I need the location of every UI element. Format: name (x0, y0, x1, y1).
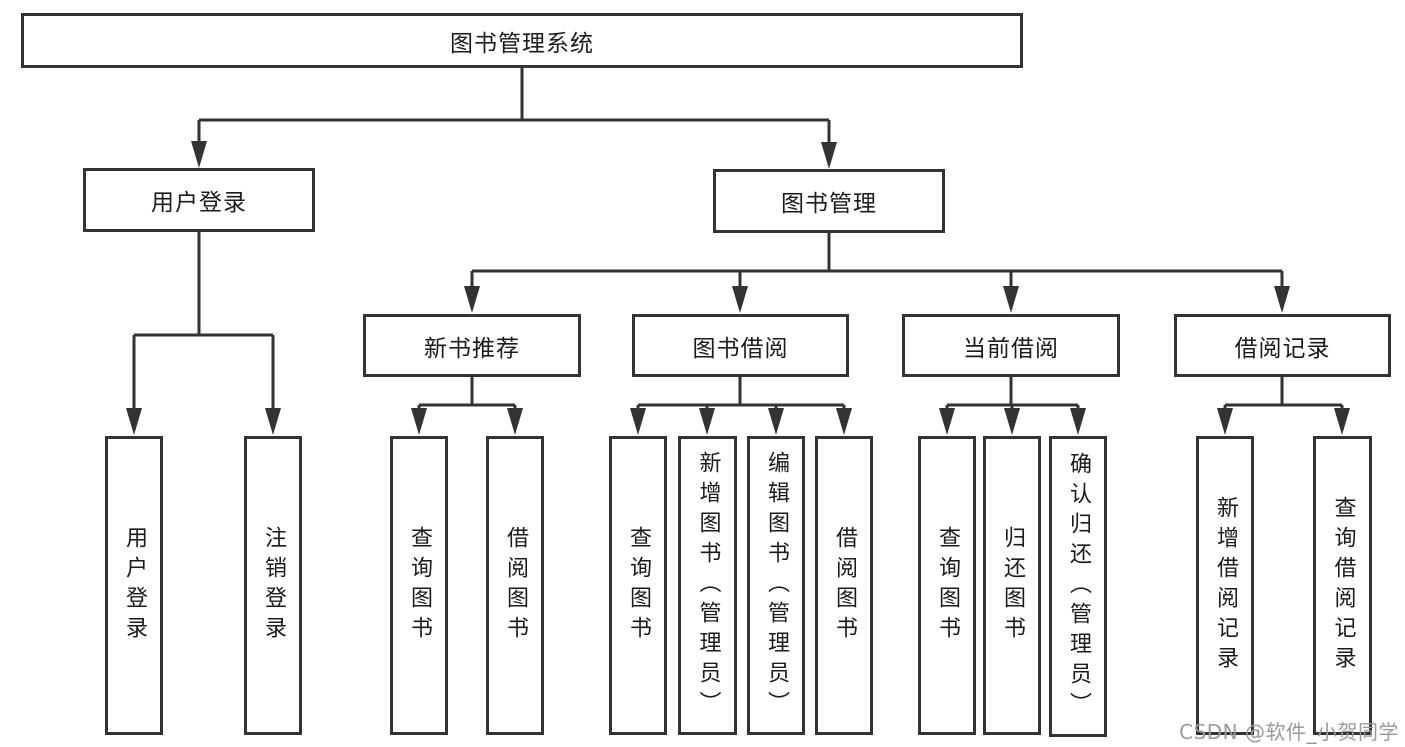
node-user-login: 用户登录 (83, 168, 315, 232)
node-book-borrowing: 图书借阅 (632, 314, 849, 377)
node-label: 图书管理系统 (450, 30, 594, 57)
leaf-query-books-recommend: 查询图书 (390, 436, 448, 735)
node-label: 查询图书 (935, 525, 960, 646)
node-label: 借阅图书 (503, 525, 528, 646)
node-book-management: 图书管理 (713, 169, 945, 233)
leaf-return-books: 归还图书 (983, 436, 1041, 735)
node-label: 归还图书 (1000, 525, 1025, 646)
node-label: 新增借阅记录 (1213, 495, 1238, 676)
leaf-user-login: 用户登录 (105, 436, 163, 735)
node-label: 用户登录 (151, 190, 247, 216)
arrowheads (126, 141, 1350, 435)
node-label: 查询图书 (626, 525, 651, 646)
node-label: 图书管理 (781, 191, 877, 217)
leaf-borrow-books-recommend: 借阅图书 (486, 436, 544, 735)
leaf-borrow-books: 借阅图书 (815, 436, 873, 735)
node-label: 借阅记录 (1234, 335, 1331, 362)
leaf-edit-book-admin: 编辑图书（管理员） (747, 436, 805, 735)
node-label: 当前借阅 (963, 335, 1059, 362)
leaf-query-books-borrow: 查询图书 (609, 436, 667, 735)
node-label: 查询图书 (407, 525, 432, 646)
node-label: 编辑图书（管理员） (764, 450, 789, 721)
node-label: 新书推荐 (424, 335, 520, 362)
node-label: 图书借阅 (692, 335, 789, 362)
node-new-book-recommend: 新书推荐 (363, 314, 581, 377)
node-label: 借阅图书 (832, 525, 857, 646)
leaf-add-borrow-record: 新增借阅记录 (1196, 436, 1254, 735)
leaf-add-book-admin: 新增图书（管理员） (678, 436, 737, 735)
node-label: 用户登录 (122, 525, 147, 646)
node-library-management-system: 图书管理系统 (21, 13, 1023, 68)
node-label: 新增图书（管理员） (695, 450, 721, 721)
csdn-watermark: CSDN @软件_小贺同学 (1179, 720, 1399, 744)
leaf-query-books-current: 查询图书 (918, 436, 976, 735)
leaf-query-borrow-record: 查询借阅记录 (1313, 436, 1372, 735)
leaf-logout: 注销登录 (244, 436, 302, 735)
node-label: 查询借阅记录 (1330, 495, 1356, 676)
node-borrowing-records: 借阅记录 (1174, 314, 1391, 377)
leaf-confirm-return-admin: 确认归还（管理员） (1049, 436, 1107, 737)
node-current-borrowing: 当前借阅 (902, 314, 1120, 377)
node-label: 确认归还（管理员） (1066, 451, 1091, 722)
node-label: 注销登录 (261, 525, 286, 646)
